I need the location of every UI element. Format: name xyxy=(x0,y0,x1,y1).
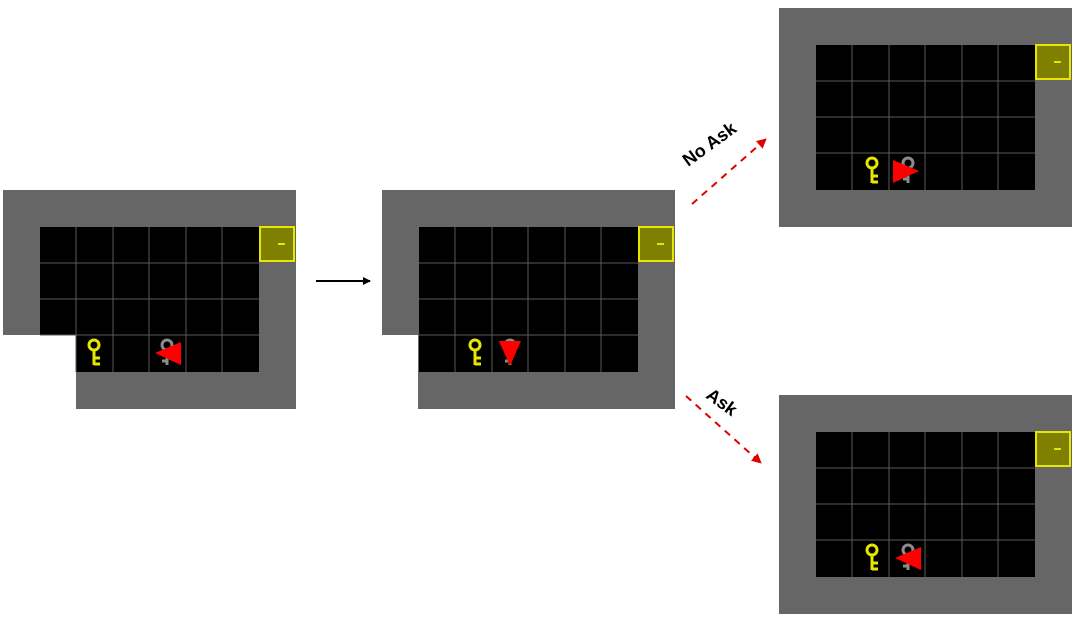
outside-area xyxy=(382,335,418,409)
yellow-key-icon xyxy=(865,543,879,571)
locked-door-icon xyxy=(259,226,295,262)
agent-triangle-icon xyxy=(895,547,921,570)
yellow-key-icon xyxy=(87,338,101,366)
grid-lines xyxy=(40,227,259,372)
gridworld-panel xyxy=(3,190,296,409)
no-ask-branch-arrow xyxy=(691,138,767,205)
state-initial-grid xyxy=(3,190,296,409)
gridworld-panel xyxy=(779,8,1072,227)
locked-door-icon xyxy=(1035,431,1071,467)
locked-door-icon xyxy=(638,226,674,262)
yellow-key-icon xyxy=(865,156,879,184)
agent-triangle-icon xyxy=(893,160,919,183)
state-after-turn-grid xyxy=(382,190,675,409)
grid-lines xyxy=(419,227,638,372)
ask-branch-arrow xyxy=(685,395,762,464)
yellow-key-icon xyxy=(468,338,482,366)
state-ask-grid xyxy=(779,395,1072,614)
grid-lines xyxy=(816,45,1035,190)
locked-door-icon xyxy=(1035,44,1071,80)
agent-triangle-icon xyxy=(499,341,521,366)
gridworld-panel xyxy=(779,395,1072,614)
grid-lines xyxy=(816,432,1035,577)
outside-area xyxy=(3,335,76,409)
state-no-ask-grid xyxy=(779,8,1072,227)
gridworld-panel xyxy=(382,190,675,409)
agent-triangle-icon xyxy=(155,342,181,365)
